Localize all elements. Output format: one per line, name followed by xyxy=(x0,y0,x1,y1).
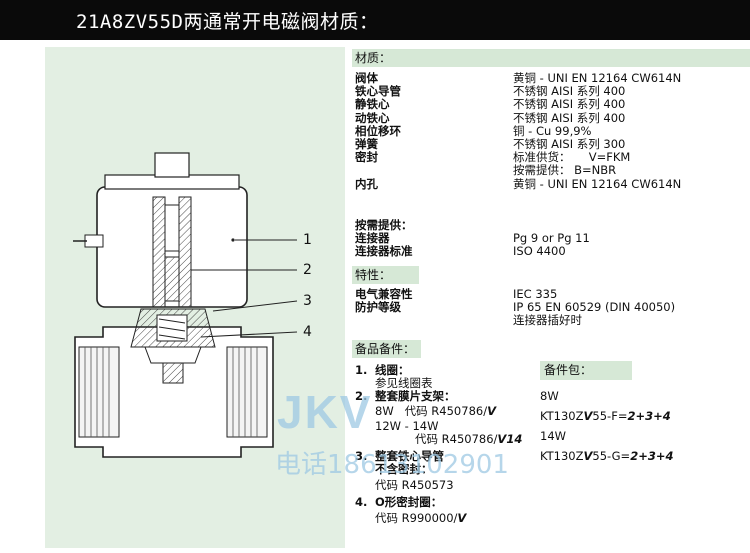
material-value: 不锈钢 AISI 系列 400 xyxy=(513,110,626,125)
spare-item-4: 4. O形密封圈： xyxy=(355,494,522,509)
callout-2: 2 xyxy=(303,262,312,278)
kit-code-prefix: KT130Z xyxy=(540,449,584,463)
item-number: 4. xyxy=(355,494,368,509)
feature-name: 电气兼容性 xyxy=(355,287,413,301)
connector-std-row: 连接器标准 ISO 4400 xyxy=(355,245,590,258)
feature-value: 连接器插好时 xyxy=(513,313,582,328)
feature-row: 连接器插好时 xyxy=(355,314,675,327)
material-value: 铜 - Cu 99,9% xyxy=(513,123,592,138)
kit-code-mid: 55-F= xyxy=(592,409,628,423)
code-suffix: V14 xyxy=(497,432,523,447)
code-suffix: V xyxy=(487,404,496,419)
material-name xyxy=(355,164,513,177)
item-2-variant-a: 8W 代码 R450786/V xyxy=(355,405,522,418)
item-code: 代码 R990000/V xyxy=(355,510,522,525)
features-heading: 特性： xyxy=(352,266,419,284)
kit-code-mid: 55-G= xyxy=(592,449,631,463)
connector-row: 连接器 Pg 9 or Pg 11 xyxy=(355,232,590,245)
material-row: 动铁心 不锈钢 AISI 系列 400 xyxy=(355,110,681,125)
connector-block: 按需提供： 连接器 Pg 9 or Pg 11 连接器标准 ISO 4400 xyxy=(355,218,590,259)
item-title: O形密封圈： xyxy=(375,494,443,509)
material-value: 黄铜 - UNI EN 12164 CW614N xyxy=(513,176,682,191)
spare-item-2: 2. 整套膜片支架： xyxy=(355,390,522,403)
item-number: 2. xyxy=(355,389,368,404)
connector-std-label: 连接器标准 xyxy=(355,244,413,259)
feature-name xyxy=(355,314,513,327)
spare-item-1: 1. 线圈： xyxy=(355,363,522,377)
material-row: 相位移环 铜 - Cu 99,9% xyxy=(355,123,681,138)
material-name: 静铁心 xyxy=(355,97,390,112)
code-label: 代码 R450786/ xyxy=(415,432,498,447)
kit-power-14w: 14W xyxy=(540,429,567,443)
code-suffix: V xyxy=(457,510,467,525)
item-2-variant-b-power: 12W - 14W xyxy=(375,419,439,434)
material-row: 密封 标准供货： V=FKM xyxy=(355,151,681,164)
item-sub: 参见线圈表 xyxy=(375,376,433,391)
item-sub: 不含密封： xyxy=(375,461,433,476)
callout-4: 4 xyxy=(303,324,312,340)
callout-1: 1 xyxy=(303,232,312,248)
item-number: 3. xyxy=(355,448,368,463)
title-bar: 21A8ZV55D两通常开电磁阀材质： xyxy=(0,0,750,40)
feature-value: IEC 335 xyxy=(513,287,558,301)
item-code: 代码 R450573 xyxy=(375,477,454,492)
on-demand-label: 按需提供： xyxy=(355,218,413,232)
material-value: 标准供货： V=FKM xyxy=(513,150,631,165)
kit-code-v: V xyxy=(583,409,593,423)
page-title: 21A8ZV55D两通常开电磁阀材质： xyxy=(76,11,379,33)
feature-name: 防护等级 xyxy=(355,300,401,315)
feature-value: IP 65 EN 60529 (DIN 40050) xyxy=(513,300,676,315)
connector-label: 连接器 xyxy=(355,231,390,246)
kit-code-2: KT130ZV55-G=2+3+4 xyxy=(540,446,673,466)
material-value: 不锈钢 AISI 系列 300 xyxy=(513,137,626,152)
material-value: 不锈钢 AISI 系列 400 xyxy=(513,84,626,99)
kit-code-suffix: 2+3+4 xyxy=(627,409,671,423)
code-label: 代码 R990000/ xyxy=(375,510,458,525)
solenoid-valve-cross-section xyxy=(73,152,298,458)
material-row: 阀体 黄铜 - UNI EN 12164 CW614N xyxy=(355,71,682,85)
item-title: 整套铁心导管 xyxy=(375,448,444,463)
valve-drawing-panel: 1 2 3 4 xyxy=(45,47,345,548)
kit-power-8w: 8W xyxy=(540,389,559,403)
spares-heading: 备品备件： xyxy=(352,340,421,358)
power-label: 8W xyxy=(375,404,394,419)
material-row: 内孔 黄铜 - UNI EN 12164 CW614N xyxy=(355,176,682,191)
kit-list: 8W KT130ZV55-F=2+3+4 14W KT130ZV55-G=2+3… xyxy=(540,386,673,466)
material-value: 黄铜 - UNI EN 12164 CW614N xyxy=(513,71,682,85)
kit-code-prefix: KT130Z xyxy=(540,409,584,423)
material-name: 弹簧 xyxy=(355,137,378,152)
material-value: 按需提供： B=NBR xyxy=(513,163,617,178)
material-name: 密封 xyxy=(355,150,378,165)
connector-value: Pg 9 or Pg 11 xyxy=(513,231,590,246)
material-name: 内孔 xyxy=(355,176,378,191)
spares-list: 1. 线圈： 参见线圈表 2. 整套膜片支架： 8W 代码 R450786/V 12… xyxy=(355,363,522,525)
item-2-variant-b-code: 代码 R450786/V14 xyxy=(355,433,522,446)
feature-row: 电气兼容性 IEC 335 xyxy=(355,287,675,301)
material-name: 阀体 xyxy=(355,71,378,85)
kit-code-1: KT130ZV55-F=2+3+4 xyxy=(540,406,673,426)
kit-code-suffix: 2+3+4 xyxy=(630,449,674,463)
material-row: 按需提供： B=NBR xyxy=(355,164,681,177)
materials-heading: 材质： xyxy=(352,49,750,67)
callout-3: 3 xyxy=(303,293,312,309)
material-value: 不锈钢 AISI 系列 400 xyxy=(513,97,626,112)
item-number: 1. xyxy=(355,363,368,377)
material-row: 铁心导管 不锈钢 AISI 系列 400 xyxy=(355,85,681,98)
connector-std-value: ISO 4400 xyxy=(513,244,566,259)
material-name: 铁心导管 xyxy=(355,84,401,99)
material-row: 弹簧 不锈钢 AISI 系列 300 xyxy=(355,137,681,152)
kit-heading: 备件包： xyxy=(540,361,632,380)
material-name: 相位移环 xyxy=(355,123,401,138)
kit-section: 备件包： 8W KT130ZV55-F=2+3+4 14W KT130ZV55-… xyxy=(540,361,673,466)
material-row: 静铁心 不锈钢 AISI 系列 400 xyxy=(355,98,681,111)
feature-row: 防护等级 IP 65 EN 60529 (DIN 40050) xyxy=(355,301,675,314)
material-name: 动铁心 xyxy=(355,110,390,125)
item-title: 线圈： xyxy=(375,363,410,377)
materials-table: 阀体黄铜 - UNI EN 12164 CW614N 铁心导管不锈钢 AISI … xyxy=(355,71,682,191)
features-table: 电气兼容性 IEC 335 防护等级 IP 65 EN 60529 (DIN 400… xyxy=(355,287,675,328)
item-title: 整套膜片支架： xyxy=(375,389,456,404)
code-label: 代码 R450786/ xyxy=(404,404,488,419)
kit-code-v: V xyxy=(583,449,593,463)
spare-item-3: 3. 整套铁心导管 xyxy=(355,448,522,463)
